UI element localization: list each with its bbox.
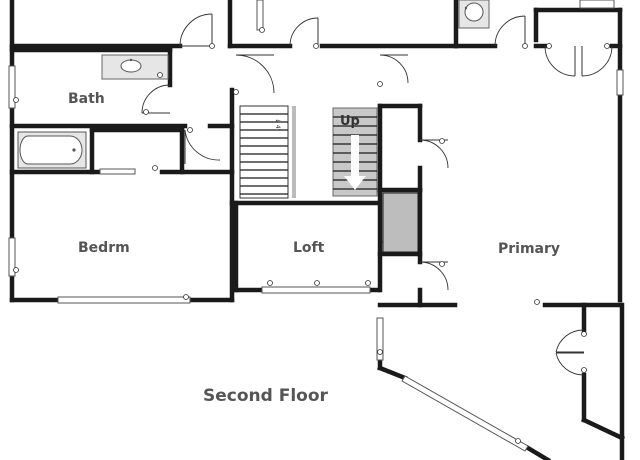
stair-arrow-icon — [344, 135, 366, 190]
hinge-markers — [13, 27, 540, 444]
room-label-bedroom: Bedrm — [78, 240, 130, 256]
floor-label: Second Floor — [203, 386, 329, 406]
staircase-up — [332, 107, 378, 197]
walls — [9, 0, 625, 460]
room-label-bath: Bath — [68, 91, 105, 107]
bathtub — [17, 131, 87, 169]
room-label-loft: Loft — [293, 240, 325, 256]
windows — [8, 0, 624, 452]
room-label-primary: Primary — [498, 241, 560, 257]
bath-sink — [101, 54, 169, 80]
stair-direction-label: Up — [340, 114, 360, 129]
gray-closet — [382, 192, 419, 253]
stair-height-note: ↓ 4′ — [274, 118, 281, 131]
staircase-left — [239, 105, 296, 199]
doors — [141, 13, 613, 376]
top-sink — [458, 0, 490, 29]
